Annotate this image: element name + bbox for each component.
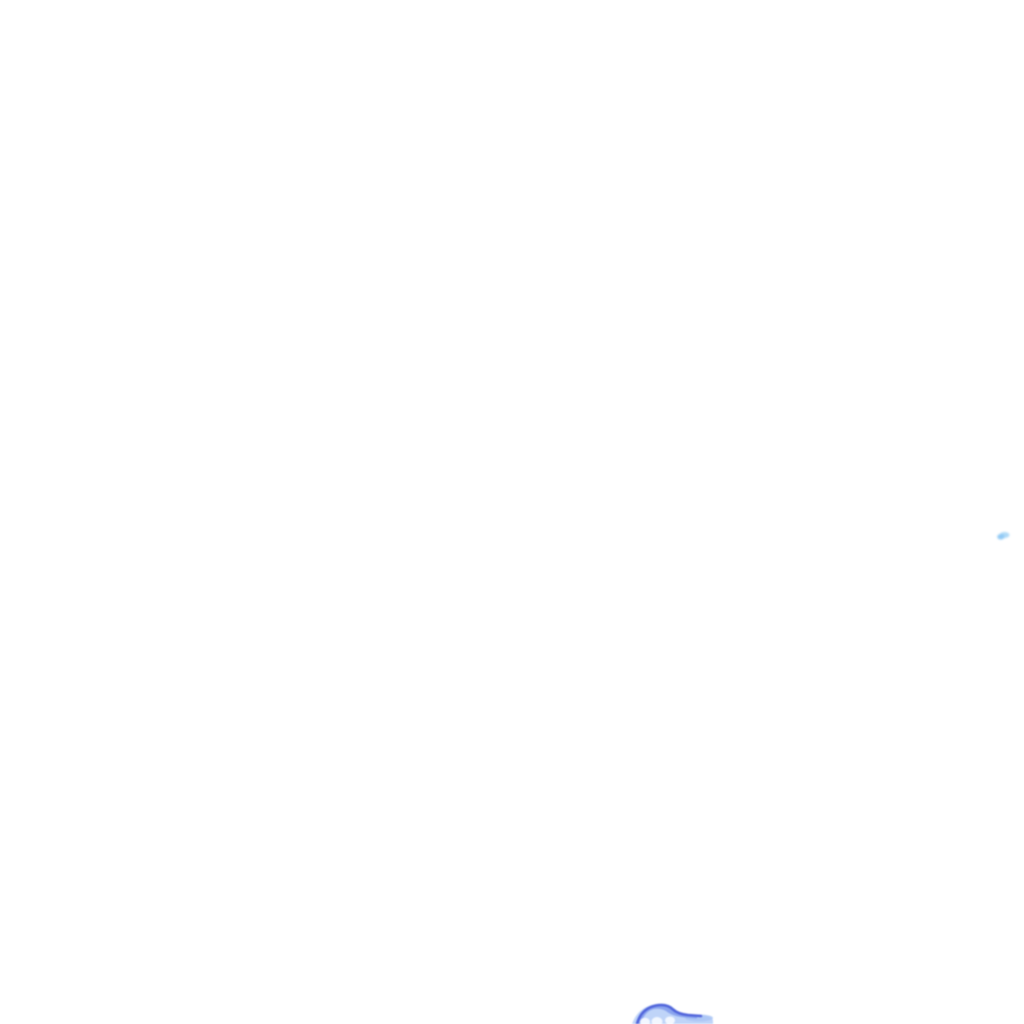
car-doodle-fragment <box>632 1003 713 1024</box>
car-window-spot-right <box>665 1016 675 1024</box>
paint-speck <box>997 532 1010 540</box>
car-window-spot-left <box>640 1017 650 1024</box>
car-roof-outline <box>635 1003 703 1024</box>
car-roof-shading <box>636 1005 697 1024</box>
car-window-spot-middle <box>651 1017 663 1024</box>
paint-speck-core <box>997 534 1005 540</box>
